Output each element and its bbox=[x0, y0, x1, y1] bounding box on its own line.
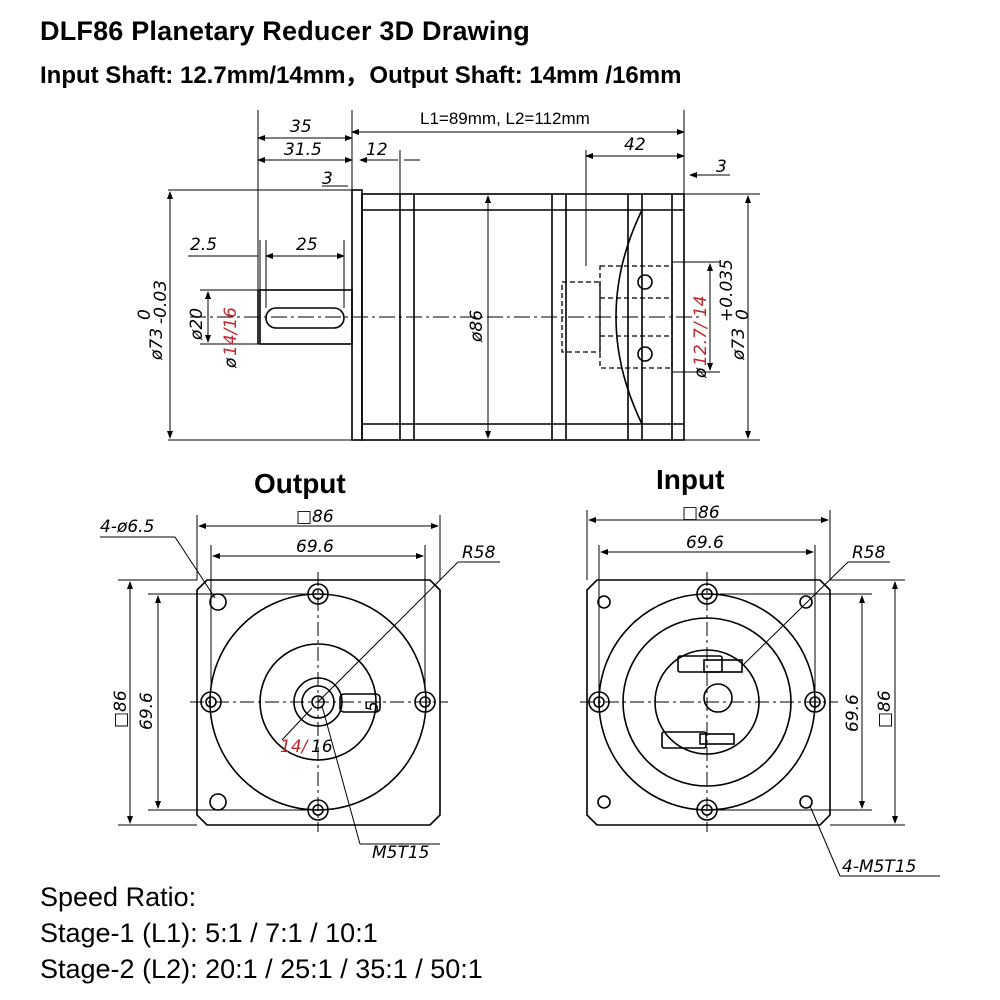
dim-2-5: 2.5 bbox=[190, 235, 217, 255]
input-square-vertical: □86 bbox=[875, 690, 895, 728]
output-holes-label: 4-ø6.5 bbox=[100, 517, 154, 537]
input-pcd: 69.6 bbox=[686, 533, 724, 553]
dia-73-left: ø73 bbox=[147, 328, 167, 361]
input-bore-dia-red: 12.7/ 14 bbox=[691, 295, 711, 366]
input-square: □86 bbox=[682, 503, 720, 523]
shaft-spec-subtitle: Input Shaft: 12.7mm/14mm，Output Shaft: 1… bbox=[40, 62, 682, 89]
output-key bbox=[265, 307, 345, 329]
output-square: □86 bbox=[296, 507, 334, 527]
input-view-title: Input bbox=[656, 464, 725, 495]
side-view bbox=[167, 110, 760, 441]
output-square-vertical: □86 bbox=[111, 690, 131, 728]
output-flange bbox=[351, 189, 363, 441]
tol-right-lower: 0 bbox=[733, 309, 753, 320]
tol-left-lower: -0.03 bbox=[151, 280, 171, 324]
speed-ratio-stage1: Stage-1 (L1): 5:1 / 7:1 / 10:1 bbox=[40, 918, 378, 948]
dim-3-left: 3 bbox=[322, 169, 333, 189]
dim-3-right: 3 bbox=[716, 157, 727, 177]
output-key-5: 5 bbox=[363, 701, 383, 712]
dim-12: 12 bbox=[366, 140, 388, 160]
drawing-title: DLF86 Planetary Reducer 3D Drawing bbox=[40, 16, 530, 46]
output-pcd: 69.6 bbox=[296, 537, 334, 557]
side-view-labels: L1=89mm, L2=112mm 35 31.5 12 3 42 3 2.5 … bbox=[135, 109, 753, 379]
output-flange-square bbox=[196, 579, 441, 826]
output-view bbox=[100, 515, 500, 845]
output-shaft-dia-red: 14/ bbox=[280, 737, 310, 757]
input-view-labels: □86 69.6 R58 69.6 □86 4-M5T15 bbox=[682, 503, 916, 877]
speed-ratio-stage2: Stage-2 (L2): 20:1 / 25:1 / 35:1 / 50:1 bbox=[40, 954, 483, 984]
dia-20: ø20 bbox=[187, 308, 207, 341]
input-flange-square bbox=[586, 579, 831, 826]
dim-25: 25 bbox=[296, 235, 318, 255]
output-view-title: Output bbox=[254, 468, 346, 499]
dim-42: 42 bbox=[624, 135, 646, 155]
input-thread: 4-M5T15 bbox=[842, 857, 916, 877]
tol-right-upper: +0.035 bbox=[717, 259, 737, 322]
output-radius: R58 bbox=[462, 543, 496, 563]
output-shaft-prefix: ø bbox=[221, 357, 241, 369]
input-pcd-vertical: 69.6 bbox=[843, 694, 863, 732]
speed-ratio-heading: Speed Ratio: bbox=[40, 882, 197, 912]
dim-31-5: 31.5 bbox=[284, 140, 322, 160]
length-note: L1=89mm, L2=112mm bbox=[420, 109, 590, 128]
output-shaft-dia-red: 14/16 bbox=[221, 307, 241, 356]
dia-86: ø86 bbox=[467, 310, 487, 343]
tol-left-upper: 0 bbox=[135, 309, 155, 320]
dia-73-right: ø73 bbox=[729, 328, 749, 361]
output-view-labels: □86 69.6 4-ø6.5 R58 □86 69.6 14/ 16 5 M5… bbox=[100, 507, 496, 863]
dim-35: 35 bbox=[290, 117, 312, 137]
input-bore-prefix: ø bbox=[691, 367, 711, 379]
output-shaft-dia-black: 16 bbox=[311, 737, 333, 757]
input-view bbox=[580, 510, 940, 877]
output-pcd-vertical: 69.6 bbox=[137, 692, 157, 730]
output-thread: M5T15 bbox=[372, 843, 430, 863]
input-radius: R58 bbox=[852, 543, 886, 563]
